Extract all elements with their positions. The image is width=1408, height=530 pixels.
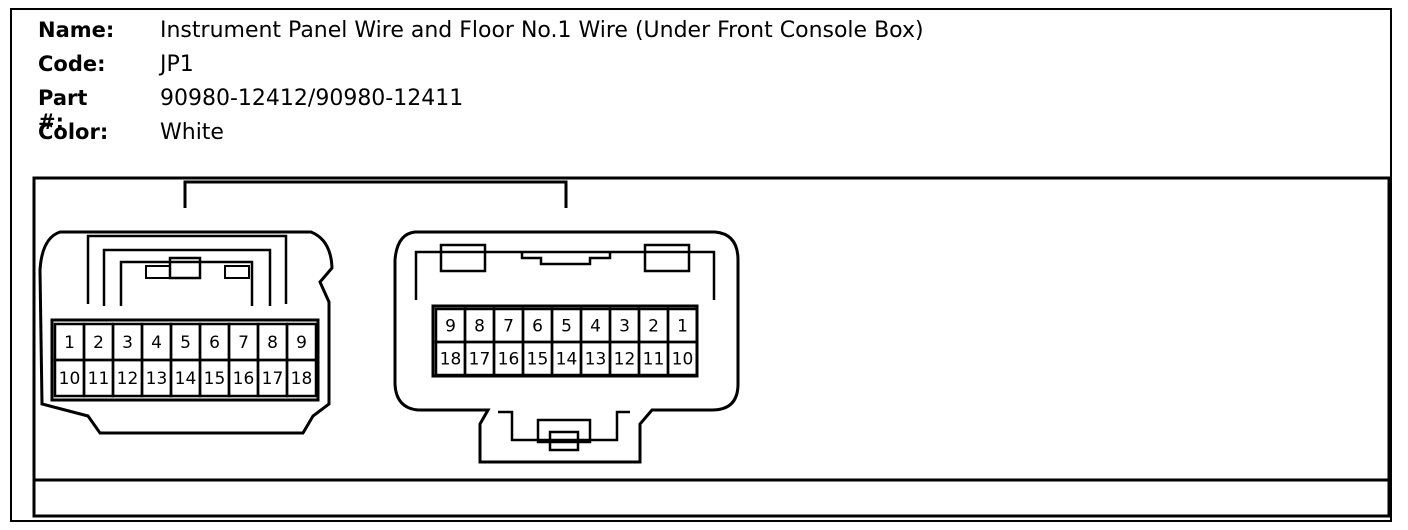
right-connector-latch xyxy=(536,418,592,444)
right-connector-key-left xyxy=(439,243,487,273)
right-pin-label: 2 xyxy=(648,317,659,337)
right-pin-label: 10 xyxy=(672,350,694,370)
left-pin-label: 15 xyxy=(204,369,226,389)
left-connector-lock-tab-left xyxy=(145,265,171,279)
left-pin-label: 13 xyxy=(146,369,168,389)
left-pin-label: 1 xyxy=(64,333,75,353)
right-connector-rim xyxy=(414,250,716,300)
right-pin-label: 16 xyxy=(498,350,520,370)
left-connector-lock-tab-right xyxy=(224,265,250,279)
right-connector-latch-button xyxy=(548,430,580,452)
right-pin-label: 13 xyxy=(585,350,607,370)
right-pin-label: 11 xyxy=(643,350,665,370)
right-pin-label: 6 xyxy=(532,317,543,337)
left-pin-label: 9 xyxy=(296,333,307,353)
left-pin-label: 6 xyxy=(209,333,220,353)
right-pin-label: 9 xyxy=(445,317,456,337)
right-pin-label: 14 xyxy=(556,350,578,370)
left-connector-lock-inner xyxy=(102,248,272,306)
left-terminal-cell xyxy=(285,358,318,398)
left-connector-lock-slot xyxy=(119,260,254,306)
left-pin-label: 18 xyxy=(291,369,313,389)
right-pin-label: 1 xyxy=(677,317,688,337)
left-connector-lock-tab xyxy=(168,256,202,280)
left-pin-label: 7 xyxy=(238,333,249,353)
part-value: 90980-12412/90980-12411 xyxy=(160,86,464,111)
connector-pair-bracket xyxy=(183,180,568,208)
right-pin-label: 3 xyxy=(619,317,630,337)
right-pin-label: 4 xyxy=(590,317,601,337)
right-connector-key-right xyxy=(643,243,691,273)
left-terminal-block xyxy=(50,318,320,402)
left-pin-label: 8 xyxy=(267,333,278,353)
left-pin-label: 16 xyxy=(233,369,255,389)
code-label: Code: xyxy=(38,52,106,76)
code-value: JP1 xyxy=(160,52,194,77)
color-label: Color: xyxy=(38,120,109,144)
diagram-panel xyxy=(32,176,1391,482)
diagram-footer-strip xyxy=(32,478,1391,518)
left-connector-outline xyxy=(38,230,334,435)
left-pin-label: 5 xyxy=(180,333,191,353)
right-pin-label: 17 xyxy=(469,350,491,370)
color-value: White xyxy=(160,120,224,145)
right-pin-label: 15 xyxy=(527,350,549,370)
left-connector-lock-frame xyxy=(86,234,288,304)
part-label: Part #: xyxy=(38,86,88,134)
left-pin-label: 11 xyxy=(88,369,110,389)
left-pin-label: 10 xyxy=(59,369,81,389)
name-value: Instrument Panel Wire and Floor No.1 Wir… xyxy=(160,18,924,43)
right-connector-center-notch xyxy=(520,252,612,266)
right-connector-outline xyxy=(393,230,740,464)
right-pin-label: 5 xyxy=(561,317,572,337)
right-terminal-cell xyxy=(666,340,699,377)
left-pin-label: 3 xyxy=(122,333,133,353)
left-pin-label: 12 xyxy=(117,369,139,389)
right-pin-label: 12 xyxy=(614,350,636,370)
left-pin-label: 14 xyxy=(175,369,197,389)
left-pin-label: 2 xyxy=(93,333,104,353)
right-pin-label: 18 xyxy=(440,350,462,370)
right-pin-label: 8 xyxy=(474,317,485,337)
left-pin-label: 4 xyxy=(151,333,162,353)
right-connector-latch-base xyxy=(498,410,630,442)
left-pin-label: 17 xyxy=(262,369,284,389)
name-label: Name: xyxy=(38,18,115,42)
right-pin-label: 7 xyxy=(503,317,514,337)
